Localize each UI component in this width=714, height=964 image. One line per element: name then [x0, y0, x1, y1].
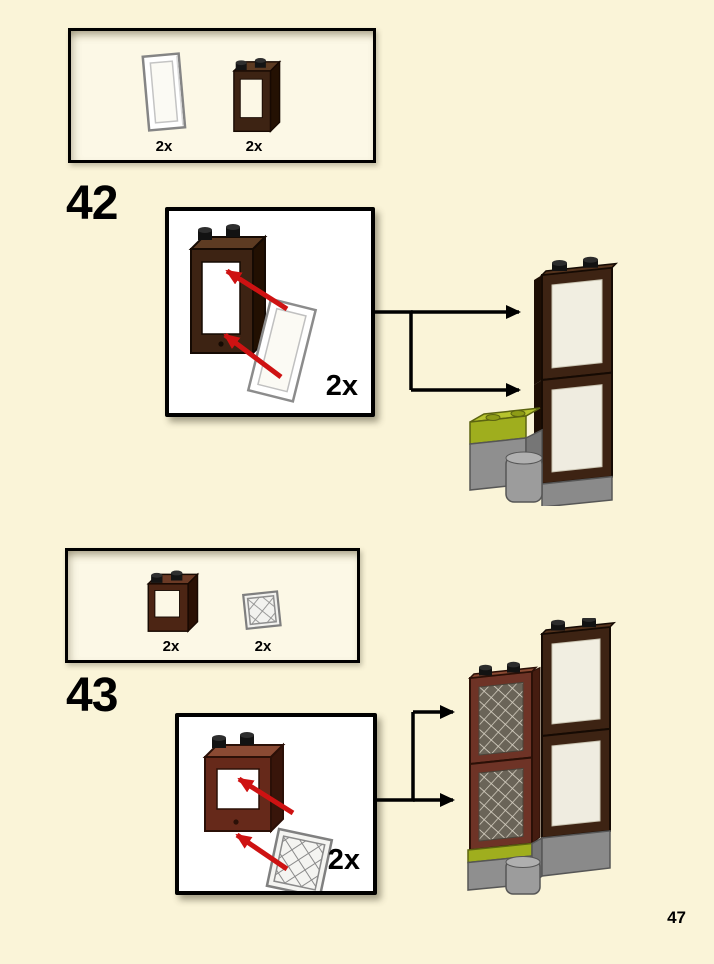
upper-window-unit [541, 266, 613, 382]
red-insert-arrow [237, 776, 295, 816]
red-insert-arrow [223, 333, 283, 379]
parts-callout-step-43: 2x 2x [65, 548, 360, 663]
callout-part-dark-brown-frame: 2x [219, 49, 289, 155]
part-quantity: 2x [254, 638, 272, 655]
lattice-window-pane [265, 827, 334, 891]
dark-brown-window-frame [188, 224, 268, 356]
dark-brown-window-column [539, 618, 617, 840]
step-number-43: 43 [66, 669, 118, 722]
white-window-pane-icon [141, 52, 187, 132]
callout-part-lattice-pane: 2x [228, 563, 298, 655]
subassembly-box-43: 2x [175, 713, 377, 895]
step-number-42: 42 [66, 177, 118, 230]
assembly-result-42 [469, 256, 619, 506]
part-quantity: 2x [155, 138, 173, 155]
subassembly-box-42: 2x [165, 207, 375, 417]
red-insert-arrow [225, 268, 289, 312]
lattice-window-pane-icon [242, 590, 282, 631]
reddish-brown-window-frame [202, 732, 286, 834]
reddish-brown-window-frame-icon [146, 570, 200, 633]
dark-brown-window-frame-icon [232, 58, 282, 133]
assembly-arrows-42 [373, 305, 521, 397]
parts-callout-step-42: 2x 2x [68, 28, 376, 163]
part-quantity: 2x [245, 138, 263, 155]
subassembly-quantity: 2x [325, 370, 358, 402]
page-number: 47 [667, 908, 686, 927]
assembly-result-43 [467, 618, 617, 895]
pane-insertion-diagram-42 [188, 224, 318, 403]
lower-window-unit [541, 371, 613, 486]
callout-part-reddish-frame: 2x [136, 563, 206, 655]
callout-part-white-pane: 2x [129, 49, 199, 155]
part-quantity: 2x [162, 638, 180, 655]
reddish-lattice-window-column [467, 661, 541, 852]
red-insert-arrow [235, 832, 289, 872]
subassembly-quantity: 2x [327, 844, 360, 876]
pane-insertion-diagram-43 [202, 732, 334, 891]
assembly-arrows-43 [375, 705, 455, 807]
